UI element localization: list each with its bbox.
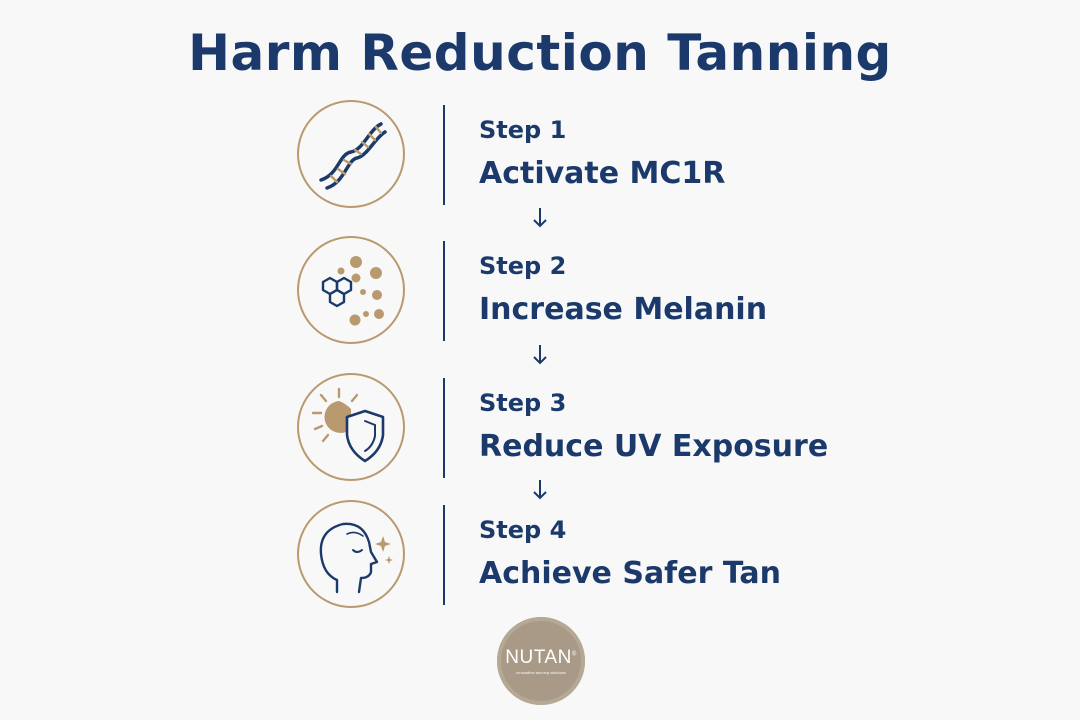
step-4-divider — [443, 505, 445, 605]
step-4-label: Achieve Safer Tan — [479, 556, 782, 591]
logo-tagline: innovative tanning solutions — [516, 671, 566, 675]
face-sparkle-icon — [319, 522, 393, 594]
arrow-down-icon — [533, 480, 547, 500]
step-3-label: Reduce UV Exposure — [479, 429, 829, 464]
step-1-label: Activate MC1R — [479, 156, 726, 191]
arrow-down-icon — [533, 345, 547, 365]
logo-name: NUTAN® — [505, 647, 577, 668]
step-4: Step 4 Achieve Safer Tan — [0, 500, 1080, 620]
step-2-label: Increase Melanin — [479, 292, 768, 327]
step-1: Step 1 Activate MC1R — [0, 100, 1080, 220]
page-title: Harm Reduction Tanning — [188, 24, 892, 82]
step-3-divider — [443, 378, 445, 478]
step-3-icon-circle — [297, 373, 405, 481]
step-1-number: Step 1 — [479, 116, 567, 144]
step-1-icon-circle — [297, 100, 405, 208]
nutan-logo: NUTAN® innovative tanning solutions — [497, 617, 585, 705]
step-3: Step 3 Reduce UV Exposure — [0, 373, 1080, 493]
step-2-icon-circle — [297, 236, 405, 344]
step-3-number: Step 3 — [479, 389, 567, 417]
dna-helix-icon — [319, 122, 387, 190]
sun-shield-icon — [311, 387, 385, 463]
step-2-divider — [443, 241, 445, 341]
step-4-icon-circle — [297, 500, 405, 608]
step-2-number: Step 2 — [479, 252, 567, 280]
arrow-down-icon — [533, 208, 547, 228]
step-4-number: Step 4 — [479, 516, 567, 544]
step-1-divider — [443, 105, 445, 205]
step-2: Step 2 Increase Melanin — [0, 236, 1080, 356]
melanin-molecule-icon — [321, 256, 384, 326]
